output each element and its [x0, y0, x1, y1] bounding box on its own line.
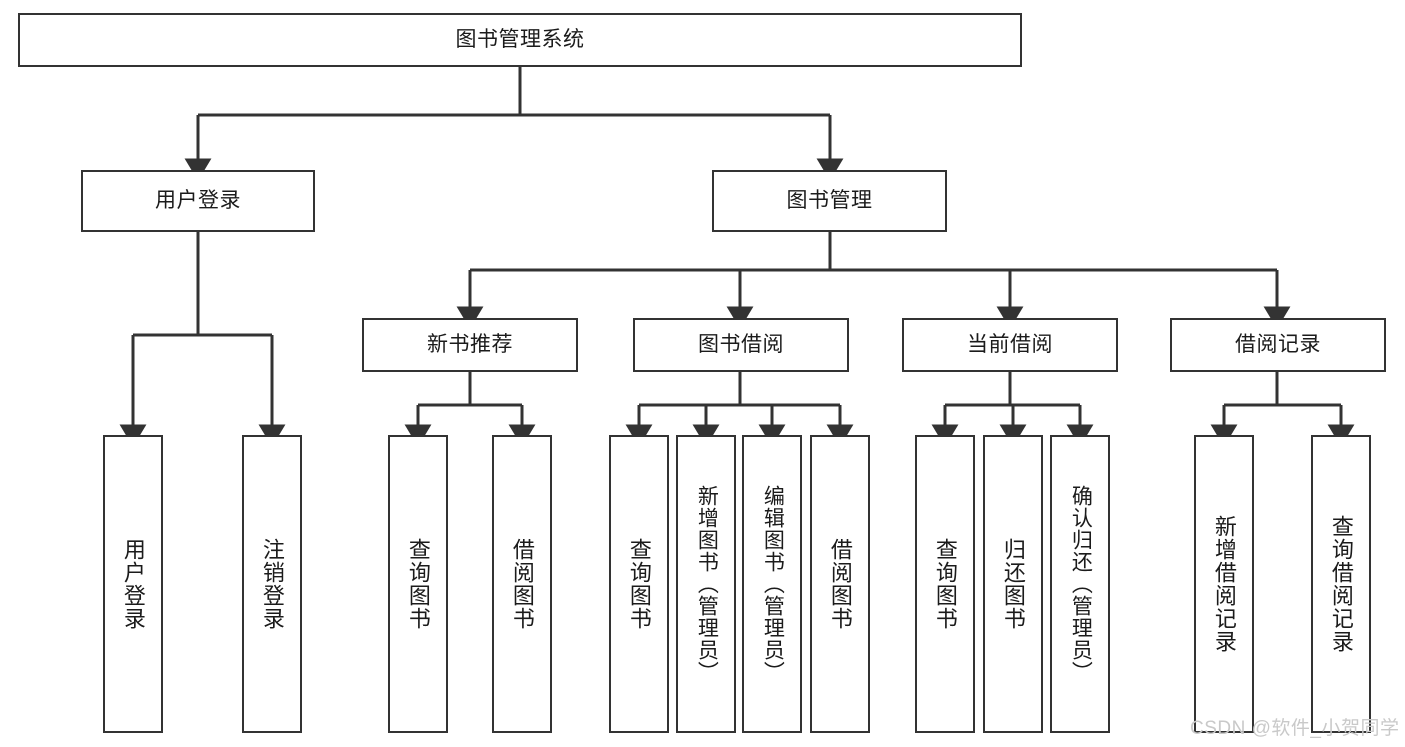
node-leaf-user-login[interactable]: 用户登录	[103, 435, 163, 733]
node-leaf-add-record-label: 新增借阅记录	[1211, 515, 1237, 653]
node-leaf-query-book-1-label: 查询图书	[405, 538, 431, 630]
node-leaf-query-record[interactable]: 查询借阅记录	[1311, 435, 1371, 733]
node-book-manage[interactable]: 图书管理	[712, 170, 947, 232]
node-leaf-add-book[interactable]: 新增图书（管理员）	[676, 435, 736, 733]
node-leaf-borrow-book-1-label: 借阅图书	[509, 538, 535, 630]
node-borrow-record[interactable]: 借阅记录	[1170, 318, 1386, 372]
node-leaf-borrow-book-2-label: 借阅图书	[827, 538, 853, 630]
node-leaf-confirm-return-label: 确认归还（管理员）	[1069, 485, 1093, 683]
node-root-label: 图书管理系统	[455, 27, 585, 51]
node-current-borrow[interactable]: 当前借阅	[902, 318, 1118, 372]
node-leaf-query-book-2[interactable]: 查询图书	[609, 435, 669, 733]
node-leaf-borrow-book-2[interactable]: 借阅图书	[810, 435, 870, 733]
node-current-borrow-label: 当前借阅	[967, 332, 1053, 356]
node-book-manage-label: 图书管理	[786, 188, 873, 212]
node-book-borrow[interactable]: 图书借阅	[633, 318, 849, 372]
node-book-borrow-label: 图书借阅	[698, 332, 784, 356]
node-leaf-logout[interactable]: 注销登录	[242, 435, 302, 733]
node-new-book-recommend[interactable]: 新书推荐	[362, 318, 578, 372]
node-leaf-confirm-return[interactable]: 确认归还（管理员）	[1050, 435, 1110, 733]
node-leaf-query-book-1[interactable]: 查询图书	[388, 435, 448, 733]
node-leaf-query-book-3-label: 查询图书	[932, 538, 958, 630]
node-leaf-query-record-label: 查询借阅记录	[1328, 515, 1354, 653]
node-leaf-borrow-book-1[interactable]: 借阅图书	[492, 435, 552, 733]
csdn-watermark: CSDN @软件_小贺同学	[1190, 718, 1400, 739]
node-leaf-query-book-3[interactable]: 查询图书	[915, 435, 975, 733]
node-new-book-recommend-label: 新书推荐	[427, 332, 513, 356]
node-root[interactable]: 图书管理系统	[18, 13, 1022, 67]
node-leaf-user-login-label: 用户登录	[120, 538, 146, 630]
node-leaf-query-book-2-label: 查询图书	[626, 538, 652, 630]
node-leaf-return-book[interactable]: 归还图书	[983, 435, 1043, 733]
node-leaf-logout-label: 注销登录	[259, 538, 285, 630]
node-leaf-add-record[interactable]: 新增借阅记录	[1194, 435, 1254, 733]
node-borrow-record-label: 借阅记录	[1235, 332, 1321, 356]
node-leaf-edit-book-label: 编辑图书（管理员）	[761, 485, 785, 683]
node-user-login[interactable]: 用户登录	[81, 170, 315, 232]
node-leaf-add-book-label: 新增图书（管理员）	[695, 485, 719, 683]
node-leaf-edit-book[interactable]: 编辑图书（管理员）	[742, 435, 802, 733]
node-user-login-label: 用户登录	[155, 188, 241, 212]
node-leaf-return-book-label: 归还图书	[1000, 538, 1026, 630]
